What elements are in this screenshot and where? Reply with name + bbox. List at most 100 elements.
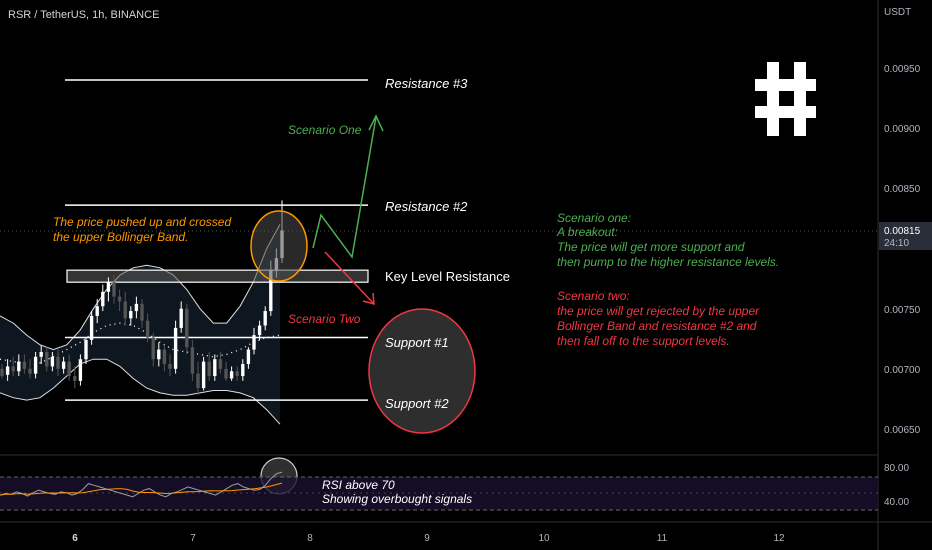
scenario-one-text-line: A breakout: <box>556 225 618 239</box>
candle-body <box>101 291 105 307</box>
candle-body <box>196 373 200 389</box>
resistance-2-label: Resistance #2 <box>385 199 468 214</box>
candle-body <box>269 270 273 312</box>
candle-body <box>0 368 4 377</box>
candle-body <box>28 368 32 374</box>
scenario-one-text-line: The price will get more support and <box>557 240 745 254</box>
candle-body <box>185 308 189 348</box>
rsi-tick: 80.00 <box>884 463 909 474</box>
candle-body <box>11 366 15 372</box>
key-level-zone <box>66 269 369 283</box>
scenario-one-text-line: then pump to the higher resistance level… <box>557 255 779 269</box>
candle-body <box>56 356 60 369</box>
candle-body <box>78 359 83 381</box>
candle-body <box>151 337 155 360</box>
candle-body <box>218 359 223 369</box>
candle-body <box>241 364 245 377</box>
scenario-one-arrow-path <box>312 116 377 259</box>
currency-label: USDT <box>884 7 911 18</box>
support-1-label: Support #1 <box>385 335 449 350</box>
candle-body <box>22 361 27 369</box>
key-level-label: Key Level Resistance <box>385 269 510 284</box>
candle-body <box>190 347 195 374</box>
candle-body <box>252 335 256 350</box>
candle-body <box>61 361 66 369</box>
candle-body <box>201 361 206 389</box>
bollinger-lower-line <box>0 358 281 425</box>
candle-body <box>179 308 183 328</box>
scenario-two-text-line: Scenario two: <box>557 289 630 303</box>
scenario-two-text-line: Bollinger Band and resistance #2 and <box>557 319 757 333</box>
rsi-ma-line <box>0 482 283 496</box>
candle-body <box>257 325 262 336</box>
bollinger-note-line: the upper Bollinger Band. <box>53 230 188 244</box>
candle-body <box>207 361 211 377</box>
scenario-two-text-line: the price will get rejected by the upper <box>557 304 760 318</box>
candle-body <box>263 311 267 326</box>
candle-body <box>224 368 228 379</box>
candle-body <box>168 364 172 369</box>
candle-body <box>246 349 251 365</box>
candle-body <box>140 303 144 321</box>
time-tick: 12 <box>773 533 785 544</box>
time-tick: 10 <box>538 533 550 544</box>
time-axis-ticks: 6 7 8 9 10 11 12 <box>72 533 785 544</box>
time-tick: 7 <box>190 533 196 544</box>
candle-body <box>45 351 49 367</box>
rsi-tick: 40.00 <box>884 497 909 508</box>
candle-body <box>117 296 122 302</box>
candle-body <box>129 311 133 319</box>
time-tick: 9 <box>424 533 430 544</box>
time-tick: 6 <box>72 533 78 544</box>
candle-body <box>112 282 116 297</box>
candle-body <box>145 320 150 338</box>
price-tick: 0.00850 <box>884 184 921 195</box>
symbol-title: RSR / TetherUS, 1h, BINANCE <box>8 9 159 21</box>
bar-countdown: 24:10 <box>884 238 909 249</box>
scenario-one-arrowhead <box>368 114 384 132</box>
candle-body <box>106 282 111 292</box>
candle-body <box>5 366 10 375</box>
candle-body <box>162 349 167 365</box>
scenario-two-text-line: then fall off to the support levels. <box>557 334 730 348</box>
bollinger-note-line: The price pushed up and crossed <box>53 215 231 229</box>
scenario-two-arrowhead <box>362 292 375 306</box>
resistance-3-label: Resistance #3 <box>385 76 468 91</box>
scenario-one-tag: Scenario One <box>288 123 362 137</box>
candle-body <box>123 301 127 319</box>
candle-body <box>50 356 55 367</box>
candle-body <box>84 339 88 360</box>
candle-body <box>235 371 239 377</box>
support-zone-circle <box>368 308 476 434</box>
price-tick: 0.00650 <box>884 425 921 436</box>
candle-body <box>67 361 71 377</box>
breakout-highlight-circle <box>250 210 308 282</box>
scenario-one-text-line: Scenario one: <box>557 211 631 225</box>
current-price-label <box>879 222 932 250</box>
price-tick: 0.00950 <box>884 64 921 75</box>
rsi-note-line: RSI above 70 <box>322 478 395 492</box>
time-tick: 8 <box>307 533 313 544</box>
price-tick: 0.00750 <box>884 305 921 316</box>
current-price-value: 0.00815 <box>884 226 921 237</box>
candle-body <box>17 361 21 372</box>
rsi-note-line: Showing overbought signals <box>322 492 472 506</box>
candle-body <box>173 327 178 369</box>
candle-body <box>39 351 43 357</box>
candle-body <box>134 303 139 312</box>
scenario-two-arrow-path <box>324 251 375 305</box>
candle-body <box>73 376 77 381</box>
support-2-label: Support #2 <box>385 396 449 411</box>
scenario-two-tag: Scenario Two <box>288 312 361 326</box>
time-tick: 11 <box>657 533 668 544</box>
price-tick: 0.00900 <box>884 124 921 135</box>
candle-body <box>157 349 161 360</box>
candle-body <box>89 315 94 340</box>
candle-body <box>33 356 38 374</box>
candle-body <box>95 306 99 316</box>
candle-body <box>213 359 217 377</box>
hash-logo-icon <box>755 62 816 136</box>
candle-body <box>229 371 234 379</box>
price-tick: 0.00700 <box>884 365 921 376</box>
